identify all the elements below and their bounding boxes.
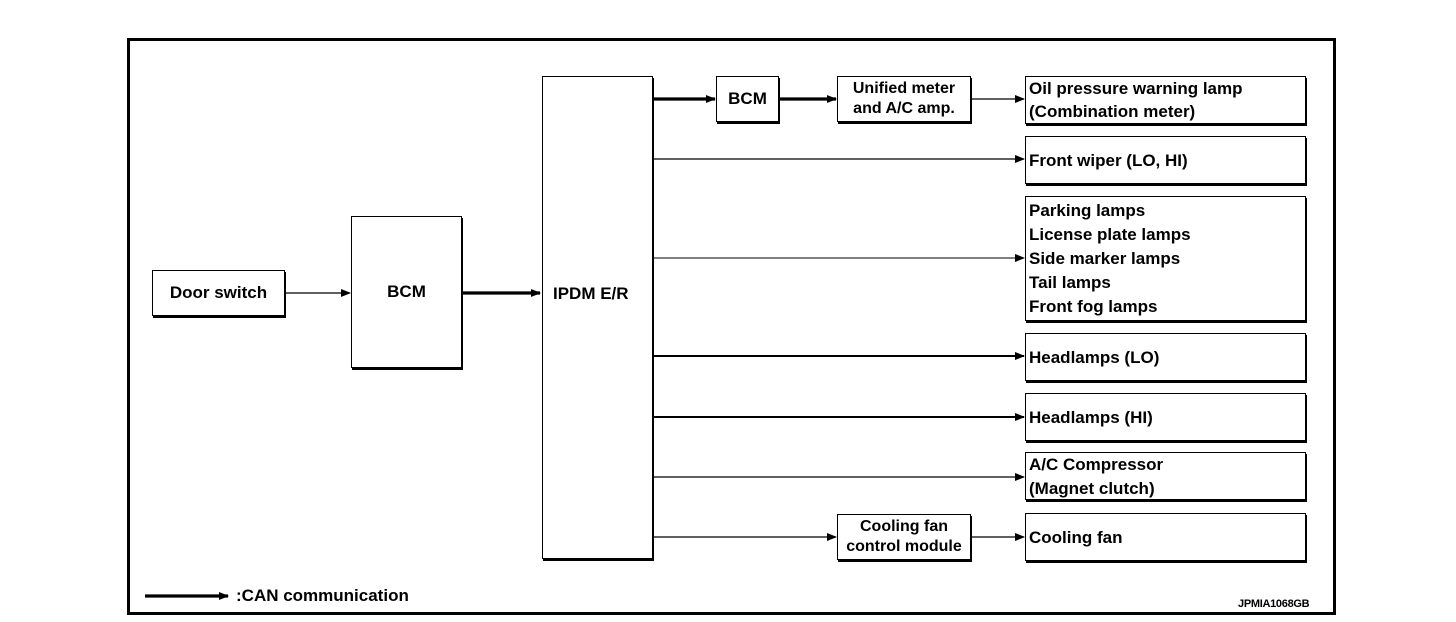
lamps-line-2: License plate lamps <box>1029 225 1191 244</box>
headlamps-lo-box: Headlamps (LO) <box>1025 333 1306 381</box>
door-switch-label: Door switch <box>169 283 268 303</box>
unified-meter-box: Unified meter and A/C amp. <box>837 76 971 122</box>
bcm-top-box: BCM <box>716 76 779 122</box>
ipdm-label: IPDM E/R <box>553 284 629 303</box>
front-wiper-label: Front wiper (LO, HI) <box>1029 151 1188 170</box>
oil-pressure-line-1: Oil pressure warning lamp <box>1029 79 1243 98</box>
unified-meter-line-1: Unified meter <box>852 80 956 97</box>
lamps-line-4: Tail lamps <box>1029 273 1111 292</box>
oil-pressure-box: Oil pressure warning lamp (Combination m… <box>1025 76 1306 124</box>
lamps-line-5: Front fog lamps <box>1029 297 1158 316</box>
cooling-fan-module-line-1: Cooling fan <box>860 518 948 535</box>
cooling-fan-module-line-2: control module <box>846 538 962 555</box>
figure-code: JPMIA1068GB <box>1238 598 1310 610</box>
oil-pressure-line-2: (Combination meter) <box>1029 102 1196 121</box>
ipdm-box: IPDM E/R <box>542 76 653 559</box>
cooling-fan-label: Cooling fan <box>1029 528 1123 547</box>
headlamps-lo-label: Headlamps (LO) <box>1029 348 1160 367</box>
cooling-fan-box: Cooling fan <box>1025 513 1306 561</box>
cooling-fan-module-box: Cooling fan control module <box>837 514 971 560</box>
front-wiper-box: Front wiper (LO, HI) <box>1025 136 1306 184</box>
bcm-left-label: BCM <box>387 282 426 302</box>
legend-can-label: :CAN communication <box>236 586 409 605</box>
door-switch-box: Door switch <box>152 270 285 316</box>
ac-compressor-box: A/C Compressor (Magnet clutch) <box>1025 452 1306 500</box>
bcm-top-label: BCM <box>728 89 767 109</box>
bcm-left-box: BCM <box>351 216 462 368</box>
lamps-box: Parking lamps License plate lamps Side m… <box>1025 196 1306 321</box>
ac-compressor-line-1: A/C Compressor <box>1029 455 1164 474</box>
lamps-line-3: Side marker lamps <box>1029 249 1181 268</box>
headlamps-hi-box: Headlamps (HI) <box>1025 393 1306 441</box>
headlamps-hi-label: Headlamps (HI) <box>1029 408 1153 427</box>
unified-meter-line-2: and A/C amp. <box>853 100 955 117</box>
ac-compressor-line-2: (Magnet clutch) <box>1029 479 1155 498</box>
lamps-line-1: Parking lamps <box>1029 201 1146 220</box>
diagram-frame <box>127 38 1336 615</box>
